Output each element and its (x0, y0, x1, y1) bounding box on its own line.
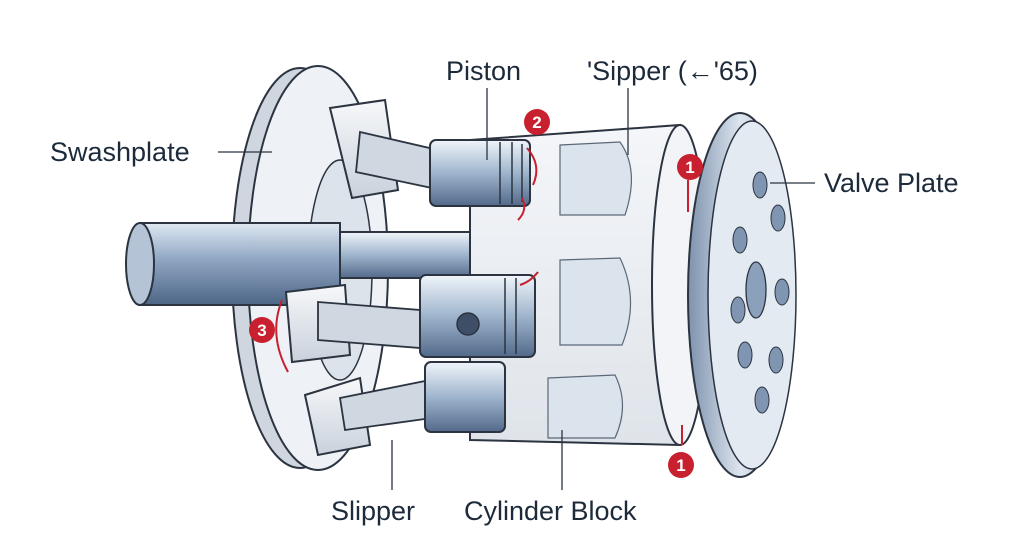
marker-1-bottom: 1 (668, 452, 694, 478)
marker-3: 3 (249, 317, 275, 343)
svg-text:1: 1 (685, 158, 694, 177)
svg-text:2: 2 (532, 113, 541, 132)
marker-2: 2 (524, 109, 550, 135)
label-piston: Piston (446, 56, 522, 86)
valve-plate (687, 112, 797, 478)
upper-piston-assembly (328, 98, 531, 207)
svg-text:1: 1 (676, 456, 685, 475)
middle-piston (339, 231, 471, 279)
label-slipper: Slipper (331, 496, 416, 526)
label-cylinder-block: Cylinder Block (464, 496, 637, 526)
leader-lines (218, 88, 815, 490)
marker-1-top: 1 (677, 154, 703, 180)
label-swashplate: Swashplate (50, 137, 190, 167)
label-slipper-top: 'Sipper (←'65) (587, 56, 758, 86)
label-valve-plate: Valve Plate (824, 168, 959, 198)
lower-piston-assembly (284, 274, 536, 457)
motion-arrows (275, 147, 689, 445)
svg-text:3: 3 (257, 321, 266, 340)
